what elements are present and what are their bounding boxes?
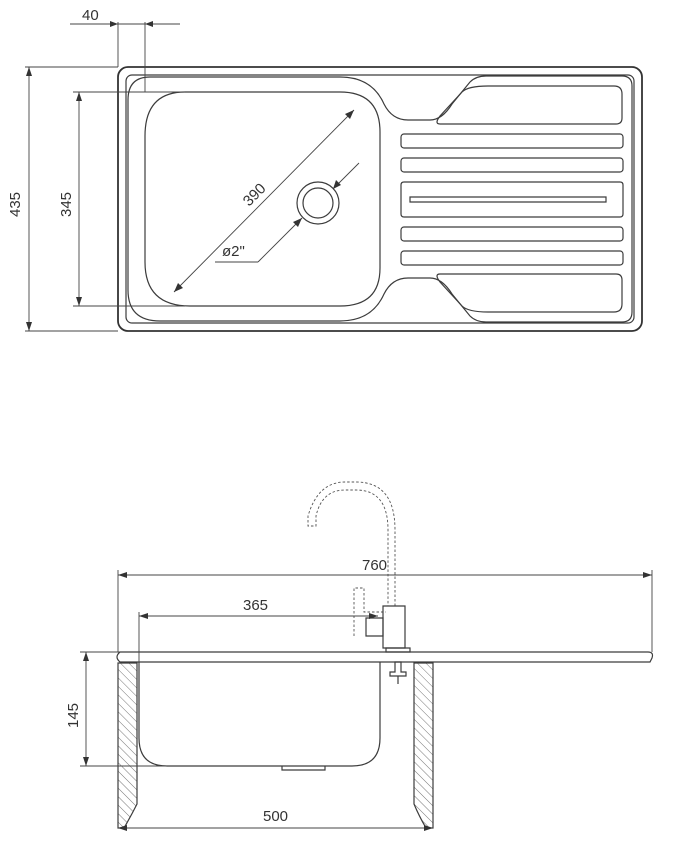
dim-label-760: 760 — [362, 557, 387, 574]
drain-diameter-label: ø2" — [222, 243, 245, 260]
faucet-spout — [307, 481, 396, 606]
cabinet-wall-left — [117, 662, 138, 829]
bowl-inner-outline — [144, 91, 381, 307]
dim-label-345: 345 — [58, 192, 75, 217]
drainer-groove — [400, 226, 624, 242]
drainer-groove — [400, 133, 624, 149]
dim-label-435: 435 — [7, 192, 24, 217]
drainer-lower-pocket — [436, 273, 623, 313]
faucet-lever — [365, 617, 384, 637]
bowl-drain-outlet — [281, 766, 326, 771]
drain-outer — [296, 181, 340, 225]
dim-label-40: 40 — [82, 7, 99, 24]
dim-label-365: 365 — [243, 597, 268, 614]
top-view: 40 435 345 390 ø2" — [7, 7, 643, 332]
bowl-profile — [138, 662, 381, 767]
drainer-upper-pocket — [436, 85, 623, 125]
bowl-outer-outline — [127, 75, 633, 323]
drain-inner — [302, 187, 334, 219]
dim-label-145: 145 — [65, 703, 82, 728]
drainer-groove — [400, 157, 624, 173]
sink-inner-rim — [125, 74, 635, 324]
dim-label-390: 390 — [240, 180, 270, 210]
drainer-groove — [400, 250, 624, 266]
sink-top-plate — [116, 651, 654, 663]
sink-outer-rim — [117, 66, 643, 332]
dim-label-500: 500 — [263, 808, 288, 825]
drainer-groove-long — [400, 181, 624, 218]
side-view: 760 365 145 500 — [65, 481, 654, 831]
faucet-handle — [353, 587, 386, 636]
cabinet-wall-right — [413, 662, 434, 829]
faucet-mount — [385, 647, 411, 684]
faucet-base — [382, 605, 406, 649]
